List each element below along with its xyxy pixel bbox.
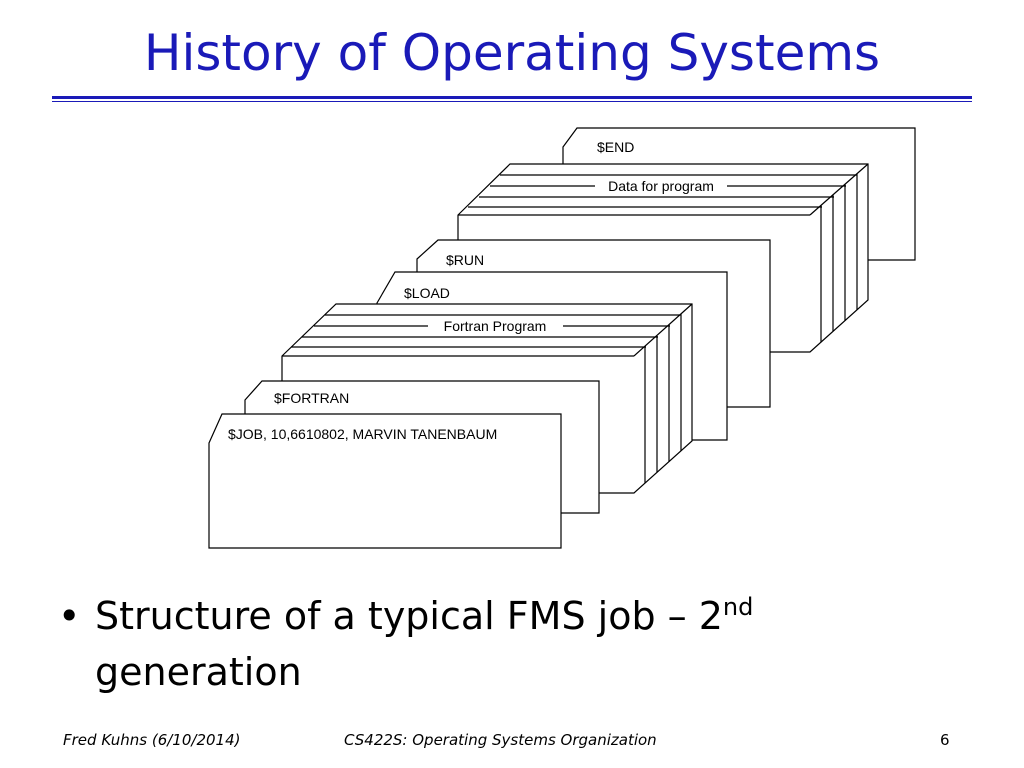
footer-author: Fred Kuhns (6/10/2014) (63, 731, 241, 749)
label-load: $LOAD (404, 285, 450, 301)
bullet-marker: • (58, 594, 81, 638)
card-job (208, 413, 562, 549)
label-run: $RUN (446, 252, 484, 268)
bullet-superscript: nd (722, 593, 754, 621)
title-rule-thin (52, 101, 972, 102)
fms-job-diagram: $END Data for program $RUN $LOAD Fortran… (208, 127, 916, 549)
bullet-text: Structure of a typical FMS job – 2nd gene… (95, 588, 945, 700)
label-data-for-program: Data for program (608, 178, 714, 194)
label-fortran: $FORTRAN (274, 390, 349, 406)
slide-title: History of Operating Systems (143, 24, 881, 82)
label-end: $END (597, 139, 634, 155)
bullet-main: Structure of a typical FMS job – 2 (95, 594, 723, 638)
title-rule (52, 96, 972, 99)
bullet-tail: generation (95, 650, 302, 694)
label-fortran-program: Fortran Program (444, 318, 547, 334)
footer-course: CS422S: Operating Systems Organization (344, 731, 657, 749)
footer-page-number: 6 (940, 731, 950, 749)
label-job: $JOB, 10,6610802, MARVIN TANENBAUM (228, 426, 497, 442)
